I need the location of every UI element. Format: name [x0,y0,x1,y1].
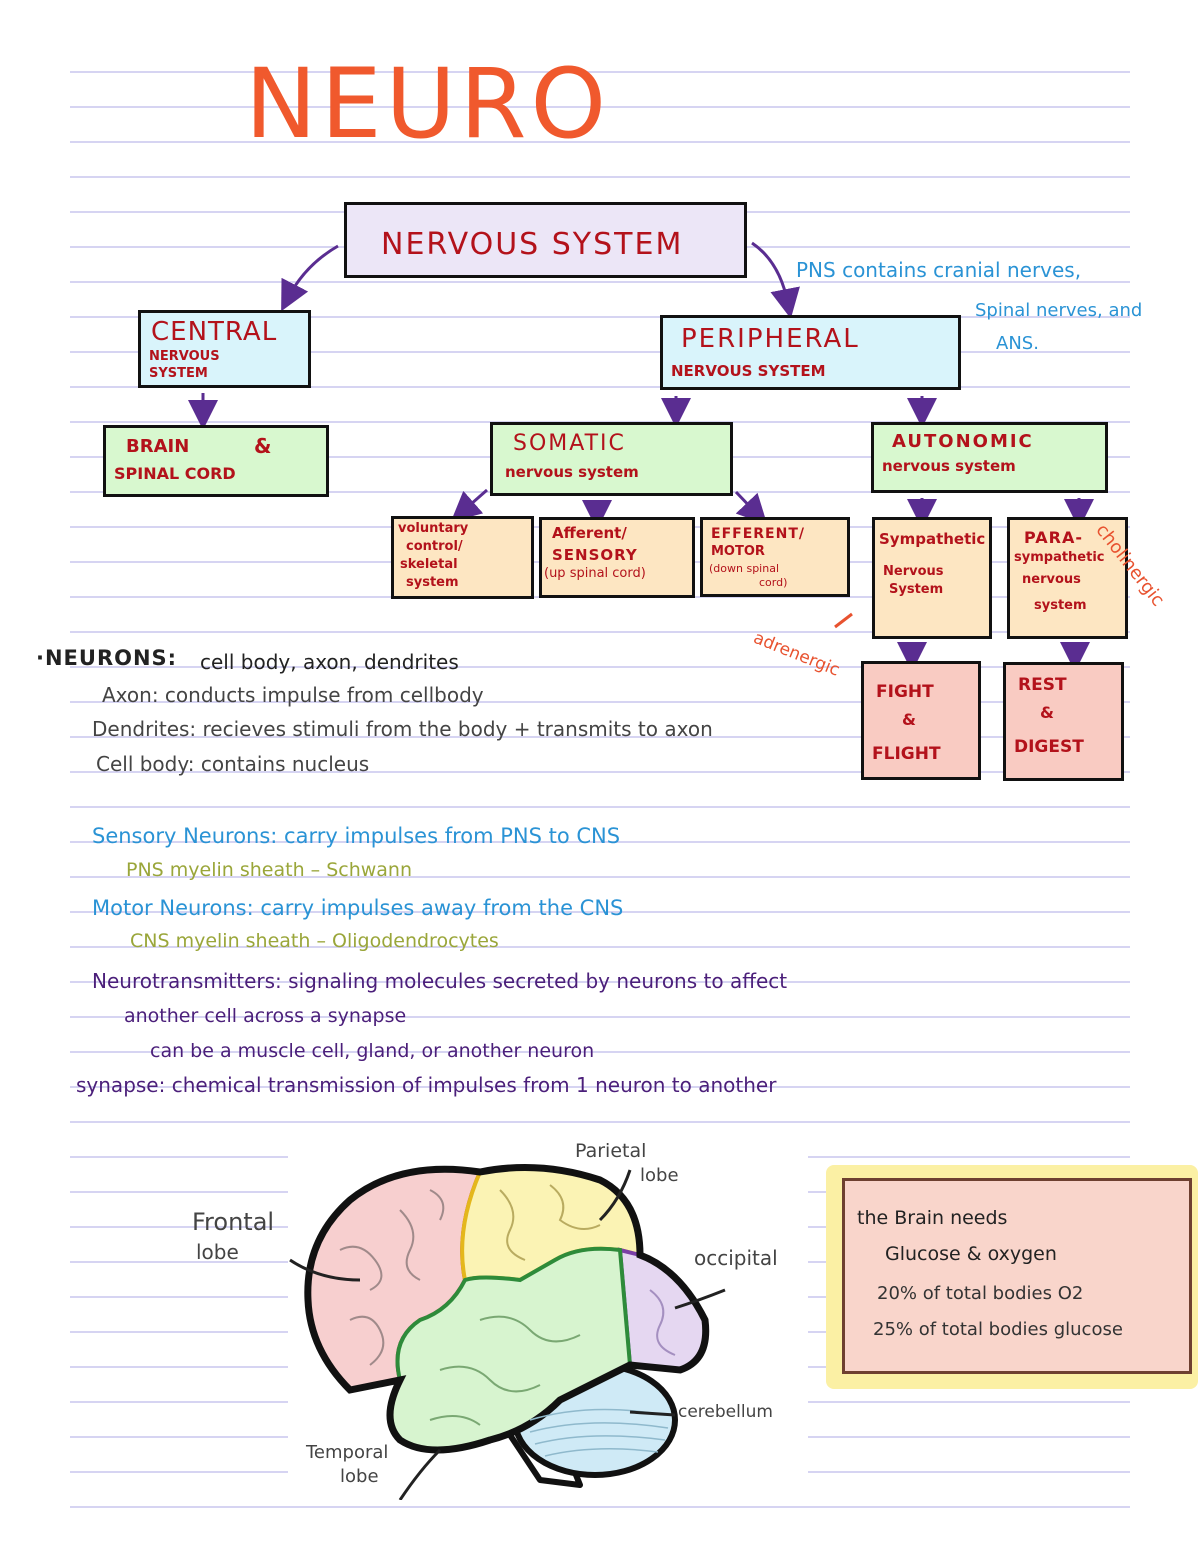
pns-note-line2: Spinal nerves, and [975,300,1143,321]
efferent-line1: EFFERENT/ [711,526,805,542]
neurotransmitters-note: Neurotransmitters: signaling molecules s… [92,969,788,993]
afferent-line3: (up spinal cord) [544,566,646,581]
somatic-label: SOMATIC [513,431,626,456]
central-label: CENTRAL [151,317,278,347]
brain-needs-line4: 25% of total bodies glucose [873,1319,1123,1340]
sympathetic-line1: Sympathetic [879,530,986,548]
para-line2: sympathetic [1014,550,1105,565]
page-title: NEURO [245,48,610,160]
dendrites-note: Dendrites: recieves stimuli from the bod… [92,717,713,741]
efferent-line4: cord) [759,576,788,589]
pns-myelin-note: PNS myelin sheath – Schwann [126,859,413,881]
voluntary-line2: control/ [406,539,463,554]
neurotransmitters-note-line2: another cell across a synapse [124,1005,407,1027]
rest-label: REST [1018,675,1067,695]
rest-digest-box: REST & DIGEST [1003,662,1124,781]
brain-outline [304,1164,710,1454]
neurons-heading: ·NEURONS: [36,646,178,670]
axon-note: Axon: conducts impulse from cellbody [102,683,484,707]
synapse-note: synapse: chemical transmission of impuls… [76,1073,777,1097]
spinal-cord-label: SPINAL CORD [114,464,236,483]
efferent-line3: (down spinal [709,562,780,575]
parasympathetic-box: PARA- sympathetic nervous system [1007,517,1128,639]
autonomic-label: AUTONOMIC [892,431,1034,452]
para-line4: system [1034,598,1087,613]
brain-label: BRAIN [126,436,190,457]
peripheral-nervous-system-box: PERIPHERAL NERVOUS SYSTEM [660,315,961,390]
sympathetic-box: Sympathetic Nervous System [872,517,992,639]
voluntary-line1: voluntary [398,521,469,536]
parietal-label-line1: Parietal [575,1140,647,1162]
cerebellum-label: cerebellum [678,1402,773,1422]
rest-ampersand: & [1040,703,1054,722]
efferent-line2: MOTOR [711,544,765,559]
brain-needs-line1: the Brain needs [857,1207,1008,1229]
fight-label: FIGHT [876,682,934,702]
para-line3: nervous [1022,572,1081,587]
cellbody-note: Cell body: contains nucleus [96,752,370,776]
brain-spinal-cord-box: BRAIN & SPINAL CORD [103,425,329,497]
voluntary-control-box: voluntary control/ skeletal system [391,516,534,599]
afferent-sensory-box: Afferent/ SENSORY (up spinal cord) [539,517,695,598]
brain-needs-box: the Brain needs Glucose & oxygen 20% of … [842,1178,1192,1374]
temporal-label-line2: lobe [340,1466,379,1487]
frontal-label-line1: Frontal [192,1208,275,1236]
somatic-nervous-system-box: SOMATIC nervous system [490,422,733,496]
pns-note-line1: PNS contains cranial nerves, [796,258,1082,282]
brain-diagram [289,1164,726,1500]
peripheral-nervous-system-label: NERVOUS SYSTEM [671,362,826,380]
motor-neurons-note: Motor Neurons: carry impulses away from … [92,896,624,920]
voluntary-line4: system [406,575,459,590]
cns-myelin-note: CNS myelin sheath – Oligodendrocytes [130,930,499,952]
sympathetic-line2: Nervous [883,564,944,579]
voluntary-line3: skeletal [400,557,458,572]
nervous-system-label: NERVOUS SYSTEM [381,227,684,262]
autonomic-nervous-system-box: AUTONOMIC nervous system [871,422,1108,493]
sensory-neurons-note: Sensory Neurons: carry impulses from PNS… [92,824,621,848]
frontal-leader [289,1258,361,1282]
neurons-parts: cell body, axon, dendrites [200,650,459,674]
nervous-system-box: NERVOUS SYSTEM [344,202,747,278]
pns-note-line3: ANS. [996,333,1039,354]
brain-needs-line3: 20% of total bodies O2 [877,1283,1084,1304]
peripheral-label: PERIPHERAL [681,324,860,354]
cerebellum-leader [629,1410,676,1417]
occipital-leader [674,1288,726,1310]
central-system-label: SYSTEM [149,366,208,381]
temporal-leader [398,1448,442,1500]
fight-ampersand: & [902,710,916,729]
parietal-label-line2: lobe [640,1165,679,1186]
temporal-label-line1: Temporal [306,1442,389,1463]
parietal-leader [598,1169,632,1222]
frontal-label-line2: lobe [196,1240,239,1264]
brain-ampersand: & [254,434,272,458]
afferent-line1: Afferent/ [552,524,627,542]
fight-flight-box: FIGHT & FLIGHT [861,661,981,780]
para-line1: PARA- [1024,528,1083,547]
flight-label: FLIGHT [872,744,941,764]
afferent-line2: SENSORY [552,546,638,564]
occipital-label: occipital [694,1246,778,1270]
central-nervous-system-box: CENTRAL NERVOUS SYSTEM [138,310,311,388]
autonomic-sub-label: nervous system [882,457,1016,475]
neurotransmitters-note-line3: can be a muscle cell, gland, or another … [150,1040,595,1062]
somatic-sub-label: nervous system [505,463,639,481]
digest-label: DIGEST [1014,737,1084,757]
brain-needs-line2: Glucose & oxygen [885,1243,1057,1265]
efferent-motor-box: EFFERENT/ MOTOR (down spinal cord) [700,517,850,597]
sympathetic-line3: System [889,582,944,597]
central-nervous-label: NERVOUS [149,349,220,364]
